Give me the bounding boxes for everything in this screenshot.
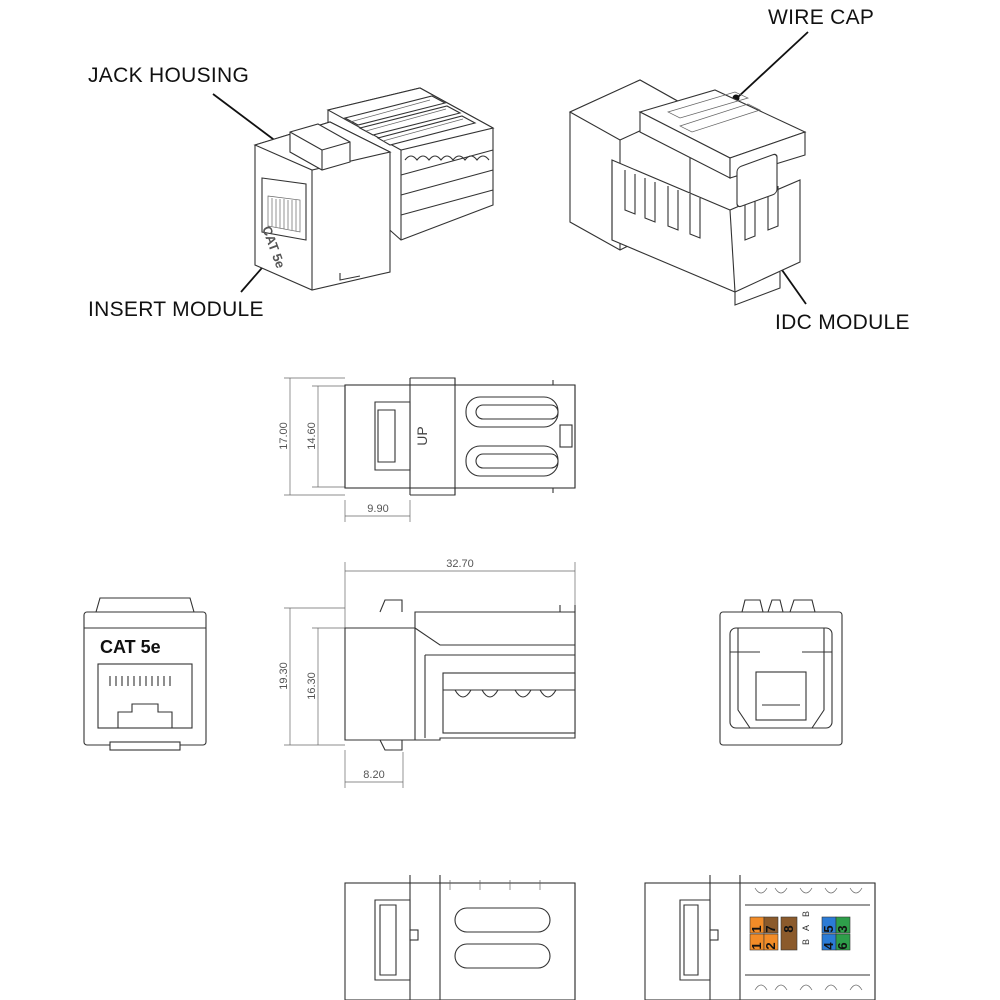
front-cat5e-marking: CAT 5e xyxy=(100,637,161,657)
isometric-front-view: CAT 5e xyxy=(253,87,495,291)
top-dim-height-outer: 17.00 xyxy=(278,422,290,450)
front-view: CAT 5e xyxy=(83,597,207,751)
scheme-label: B xyxy=(801,911,811,917)
terminal-mid xyxy=(780,916,798,951)
top-dim-front-length: 9.90 xyxy=(367,503,388,515)
top-view: 17.00 14.60 9.90 UP xyxy=(278,377,576,522)
scheme-label: B xyxy=(801,939,811,945)
terminal-right-top-2 xyxy=(835,916,851,934)
terminal-left-bottom-2 xyxy=(763,933,779,951)
idc-module-label: IDC MODULE xyxy=(775,311,910,334)
side-dim-front-length: 8.20 xyxy=(363,769,384,781)
scheme-label: A xyxy=(801,925,811,931)
pin-number: 1 xyxy=(749,925,764,932)
terminal-left-top-2 xyxy=(763,916,779,934)
insert-module-label: INSERT MODULE xyxy=(88,298,264,321)
side-dim-height-outer: 19.30 xyxy=(278,662,290,690)
pin-number: 1 xyxy=(749,942,764,949)
pin-number: 8 xyxy=(781,925,796,932)
wire-cap-label: WIRE CAP xyxy=(768,6,875,29)
pin-number: 6 xyxy=(835,942,850,949)
terminal-right-bottom-2 xyxy=(835,933,851,951)
pin-number: 2 xyxy=(763,942,778,949)
wire-cap-leader xyxy=(737,31,809,98)
jack-housing-label: JACK HOUSING xyxy=(88,64,250,87)
top-dim-height-inner: 14.60 xyxy=(306,422,318,450)
isometric-rear-view xyxy=(568,79,807,306)
rear-view xyxy=(719,599,843,746)
pin-number: 7 xyxy=(763,925,778,932)
pin-number: 4 xyxy=(821,942,836,950)
pin-number: 5 xyxy=(821,925,836,932)
pin-number: 3 xyxy=(835,925,850,932)
side-dim-height-inner: 16.30 xyxy=(306,672,318,700)
side-dim-total-length: 32.70 xyxy=(446,558,474,570)
wiring-view: 1 7 1 2 8 5 3 4 6 B A B xyxy=(644,875,876,1000)
up-mark: UP xyxy=(414,426,430,445)
side-view: 32.70 19.30 16.30 8.20 xyxy=(278,558,576,788)
bottom-view xyxy=(344,875,576,1000)
